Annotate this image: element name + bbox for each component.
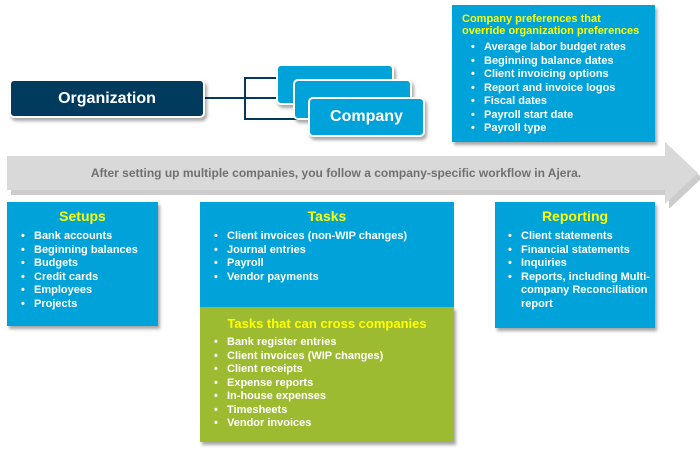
list-item: Employees [21, 284, 158, 298]
list-item: Client invoicing options [471, 68, 645, 82]
tasks-box: Tasks Client invoices (non-WIP changes)J… [200, 202, 454, 308]
tasks-title: Tasks [307, 208, 347, 224]
list-item: Timesheets [214, 404, 454, 418]
list-item: Inquiries [508, 257, 655, 271]
preferences-title: Company preferences that override organi… [462, 13, 645, 37]
list-item: Bank register entries [214, 336, 454, 350]
list-item: Vendor payments [214, 271, 454, 285]
company-box-3: Company [308, 97, 425, 137]
list-item: Credit cards [21, 271, 158, 285]
company-preferences-box: Company preferences that override organi… [452, 5, 655, 142]
list-item: Projects [21, 298, 158, 312]
organization-label: Organization [58, 89, 156, 107]
cross-company-tasks-title: Tasks that can cross companies [227, 316, 427, 331]
setups-list: Bank accountsBeginning balancesBudgetsCr… [7, 230, 158, 311]
setups-box: Setups Bank accountsBeginning balancesBu… [7, 202, 158, 326]
list-item: In-house expenses [214, 390, 454, 404]
list-item: Reports, including Multi-company Reconci… [508, 271, 655, 312]
preferences-title-line-2: override organization preferences [462, 25, 640, 37]
list-item: Bank accounts [21, 230, 158, 244]
list-item: Client receipts [214, 363, 454, 377]
list-item: Client invoices (non-WIP changes) [214, 230, 454, 244]
list-item: Beginning balance dates [471, 55, 645, 69]
reporting-title: Reporting [541, 208, 609, 224]
preferences-title-line-1: Company preferences that [462, 13, 601, 25]
cross-company-tasks-box: Tasks that can cross companies Bank regi… [200, 307, 454, 442]
list-item: Payroll [214, 257, 454, 271]
list-item: Beginning balances [21, 244, 158, 258]
cross-company-tasks-list: Bank register entriesClient invoices (WI… [200, 336, 454, 431]
list-item: Client statements [508, 230, 655, 244]
list-item: Expense reports [214, 377, 454, 391]
company-label-3: Company [330, 108, 403, 125]
list-item: Report and invoice logos [471, 82, 645, 96]
list-item: Average labor budget rates [471, 41, 645, 55]
workflow-arrow-text: After setting up multiple companies, you… [90, 166, 582, 180]
list-item: Financial statements [508, 244, 655, 258]
list-item: Client invoices (WIP changes) [214, 350, 454, 364]
list-item: Payroll start date [471, 109, 645, 123]
list-item: Journal entries [214, 244, 454, 258]
reporting-list: Client statementsFinancial statementsInq… [495, 230, 655, 311]
list-item: Fiscal dates [471, 95, 645, 109]
setups-title: Setups [59, 208, 106, 224]
list-item: Budgets [21, 257, 158, 271]
preferences-list: Average labor budget ratesBeginning bala… [462, 41, 645, 136]
tasks-list: Client invoices (non-WIP changes)Journal… [200, 230, 454, 284]
list-item: Vendor invoices [214, 417, 454, 431]
list-item: Payroll type [471, 122, 645, 136]
workflow-arrow [7, 142, 700, 208]
reporting-box: Reporting Client statementsFinancial sta… [495, 202, 655, 328]
organization-box: Organization [9, 79, 205, 118]
